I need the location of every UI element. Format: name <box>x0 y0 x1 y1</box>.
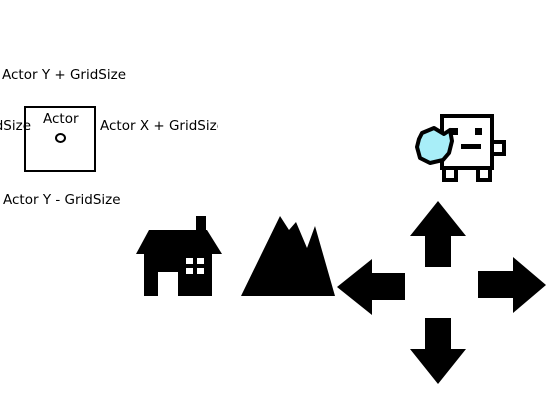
house-icon <box>136 216 222 296</box>
arrow-up-icon <box>410 201 466 267</box>
arrow-left-button[interactable] <box>336 258 406 316</box>
mountain-icon <box>241 216 335 296</box>
house-sprite[interactable] <box>135 214 223 298</box>
robot-player-sprite[interactable] <box>414 113 508 185</box>
arrow-down-icon <box>410 318 466 384</box>
actor-label: Actor <box>43 111 79 127</box>
robot-icon <box>440 114 506 182</box>
actor-x-minus-label: Actor X - GridSize <box>0 118 31 134</box>
mountain-sprite[interactable] <box>240 214 338 298</box>
arrow-left-icon <box>337 259 405 315</box>
arrow-down-button[interactable] <box>409 317 467 385</box>
actor-y-plus-label: Actor Y + GridSize <box>2 67 126 83</box>
arrow-right-icon <box>478 257 546 313</box>
actor-x-plus-label: Actor X + GridSize <box>100 118 218 134</box>
actor-x-minus-clip: Actor X - GridSize <box>0 118 31 136</box>
actor-x-plus-clip: Actor X + GridSize <box>98 118 218 136</box>
shield-icon <box>415 126 454 165</box>
arrow-up-button[interactable] <box>409 200 467 268</box>
actor-y-minus-label: Actor Y - GridSize <box>3 192 121 208</box>
actor-grid-cell <box>24 106 96 172</box>
arrow-right-button[interactable] <box>477 256 547 314</box>
actor-origin-dot <box>55 133 66 143</box>
